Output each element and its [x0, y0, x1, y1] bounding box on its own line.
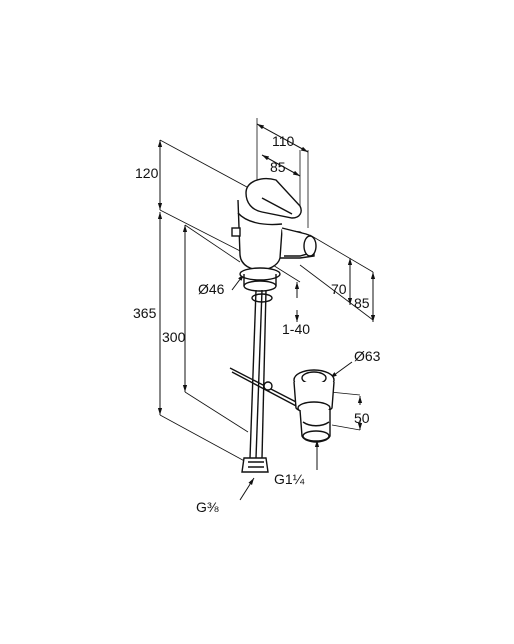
- label-g3-8: G⅜: [196, 499, 219, 515]
- dimension-labels: 110 85 120 365 300 Ø46 70 85 1-40 Ø63 50…: [133, 133, 381, 515]
- label-110: 110: [272, 133, 295, 149]
- label-85-right: 85: [354, 295, 370, 311]
- label-g1-1-4: G1¼: [274, 471, 305, 487]
- extension-lines: [159, 139, 374, 465]
- label-300: 300: [162, 329, 186, 345]
- dimension-lines: [157, 118, 376, 501]
- label-365: 365: [133, 305, 157, 321]
- pop-up-rod: [229, 367, 301, 409]
- label-d46: Ø46: [198, 281, 225, 297]
- label-d63: Ø63: [354, 348, 381, 364]
- label-50: 50: [354, 410, 370, 426]
- waste-drain: [293, 369, 335, 443]
- label-70: 70: [331, 281, 347, 297]
- supply-hoses: [241, 289, 269, 473]
- faucet-body: [231, 177, 317, 303]
- label-120: 120: [135, 165, 159, 181]
- label-85-top: 85: [270, 159, 286, 175]
- label-1-40: 1-40: [282, 321, 310, 337]
